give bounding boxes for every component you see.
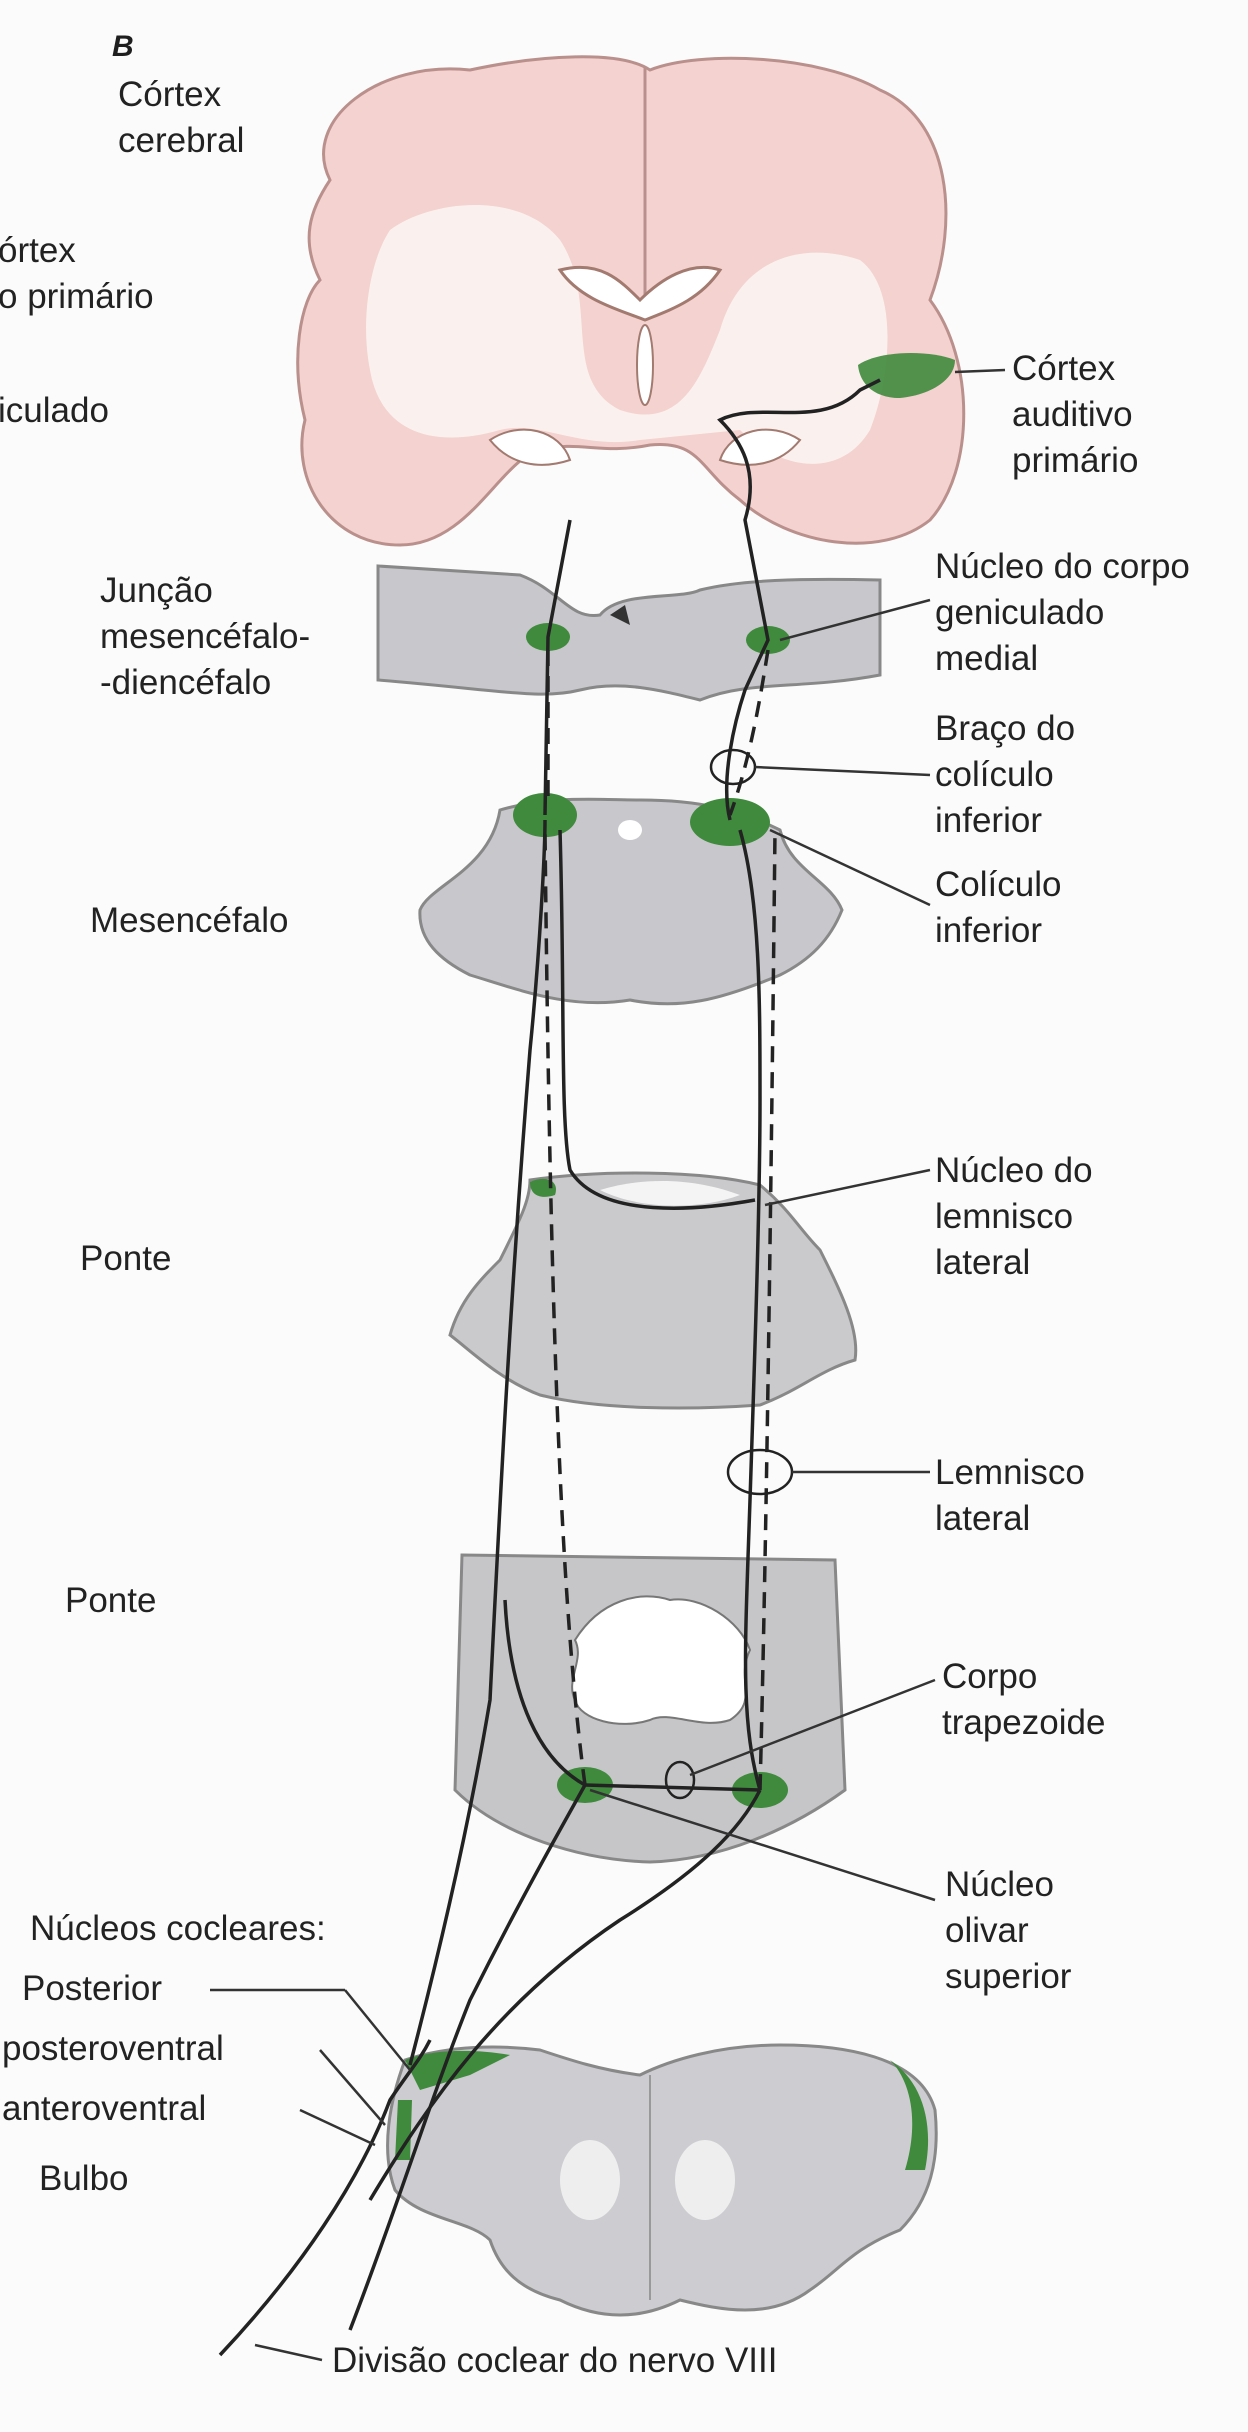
label-line: auditivo xyxy=(1012,395,1133,434)
label-line: inferior xyxy=(935,911,1042,950)
label-mesencefalo: Mesencéfalo xyxy=(90,901,289,940)
label-cut-off-cortex: órtex o primário xyxy=(0,228,154,320)
label-divisao-coclear: Divisão coclear do nervo VIII xyxy=(332,2341,778,2380)
label-coliculo-inferior: Colículo inferior xyxy=(935,862,1061,954)
label-lemnisco-lateral: Lemnisco lateral xyxy=(935,1450,1085,1542)
label-line: inferior xyxy=(935,801,1042,840)
label-nucleo-lemnisco: Núcleo do lemnisco lateral xyxy=(935,1148,1093,1286)
label-line: lateral xyxy=(935,1243,1031,1282)
label-line: mesencéfalo- xyxy=(100,617,311,656)
label-line: Lemnisco xyxy=(935,1453,1085,1492)
cerebral-cortex-section xyxy=(296,55,966,547)
label-posterior: Posterior xyxy=(22,1969,163,2008)
label-cortex-cerebral: Córtex cerebral xyxy=(118,72,244,164)
label-geniculado-medial: Núcleo do corpo geniculado medial xyxy=(935,544,1190,682)
label-bulbo: Bulbo xyxy=(39,2159,129,2198)
label-anteroventral: anteroventral xyxy=(2,2089,207,2128)
label-line: Núcleo xyxy=(945,1865,1054,1904)
label-line: o primário xyxy=(0,277,154,316)
label-braco-coliculo: Braço do colículo inferior xyxy=(935,706,1075,844)
mesencephalon-section xyxy=(418,793,844,1006)
label-line: Colículo xyxy=(935,865,1062,904)
label-corpo-trapezoide: Corpo trapezoide xyxy=(942,1654,1105,1746)
cochlear-nerve xyxy=(218,2039,432,2357)
label-line: colículo xyxy=(935,755,1054,794)
leader-lines xyxy=(210,368,1006,2362)
label-line: primário xyxy=(1012,441,1139,480)
label-line: superior xyxy=(945,1957,1072,1996)
label-line: geniculado xyxy=(935,593,1105,632)
pons-lower-section xyxy=(453,1553,847,1864)
label-line: lateral xyxy=(935,1499,1031,1538)
label-nucleos-cocleares: Núcleos cocleares: xyxy=(30,1909,326,1948)
label-line: -diencéfalo xyxy=(100,663,272,702)
panel-letter: B xyxy=(112,30,134,63)
label-ponte-lower: Ponte xyxy=(65,1581,157,1620)
label-line: trapezoide xyxy=(942,1703,1106,1742)
label-line: Córtex xyxy=(1012,349,1116,388)
label-line: lemnisco xyxy=(935,1197,1074,1236)
label-cortex-auditivo: Córtex auditivo primário xyxy=(1012,346,1138,484)
medulla-section xyxy=(386,2043,938,2317)
label-line: cerebral xyxy=(118,121,245,160)
label-ponte-upper: Ponte xyxy=(80,1239,172,1278)
label-cut-off-geniculate: iculado xyxy=(0,391,109,430)
label-line: Núcleo do corpo xyxy=(935,547,1190,586)
label-line: medial xyxy=(935,639,1039,678)
label-olivar-superior: Núcleo olivar superior xyxy=(945,1862,1071,2000)
label-line: olivar xyxy=(945,1911,1029,1950)
label-line: Corpo xyxy=(942,1657,1038,1696)
label-line: Núcleo do xyxy=(935,1151,1093,1190)
label-line: Córtex xyxy=(118,75,222,114)
auditory-pathways xyxy=(218,378,881,2357)
label-juncao: Junção mesencéfalo- -diencéfalo xyxy=(100,568,310,706)
label-line: órtex xyxy=(0,231,76,270)
label-posteroventral: posteroventral xyxy=(2,2029,224,2068)
label-line: Braço do xyxy=(935,709,1076,748)
label-line: Junção xyxy=(100,571,213,610)
primary-auditory-cortex-highlight xyxy=(858,353,955,398)
